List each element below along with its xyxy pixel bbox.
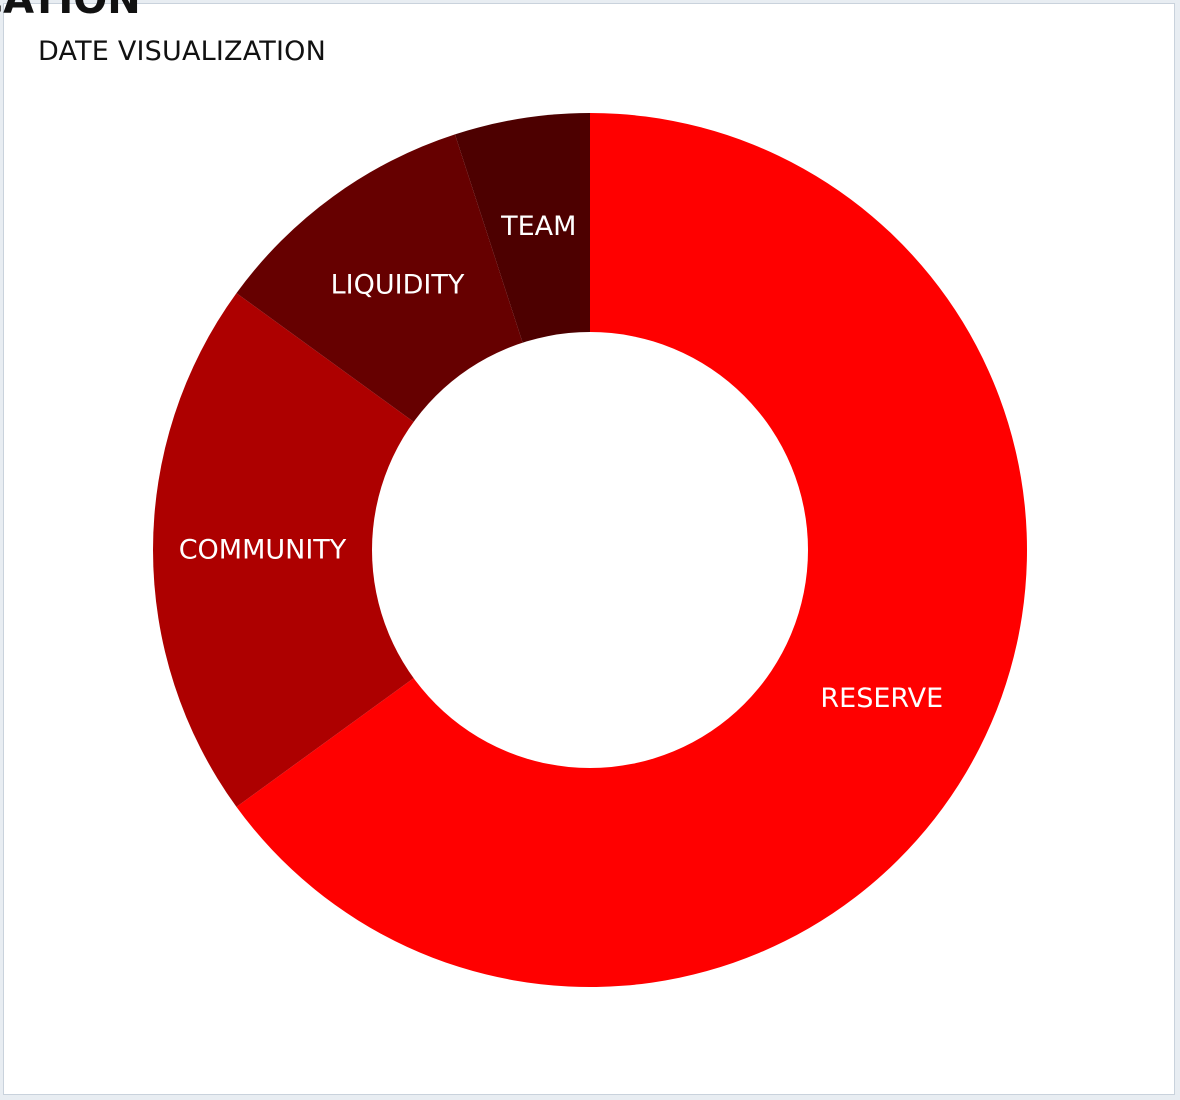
donut-hole — [372, 332, 808, 768]
slice-label-liquidity: LIQUIDITY — [331, 270, 465, 301]
center-label: ALLOCATION — [0, 0, 141, 23]
slice-label-team: TEAM — [500, 211, 576, 242]
slice-labels: RESERVE COMMUNITY LIQUIDITY TEAM — [179, 211, 944, 714]
chart-title: DATE VISUALIZATION — [38, 36, 327, 67]
slice-label-reserve: RESERVE — [820, 683, 943, 714]
slice-label-community: COMMUNITY — [179, 535, 347, 566]
slice-community — [153, 293, 590, 807]
